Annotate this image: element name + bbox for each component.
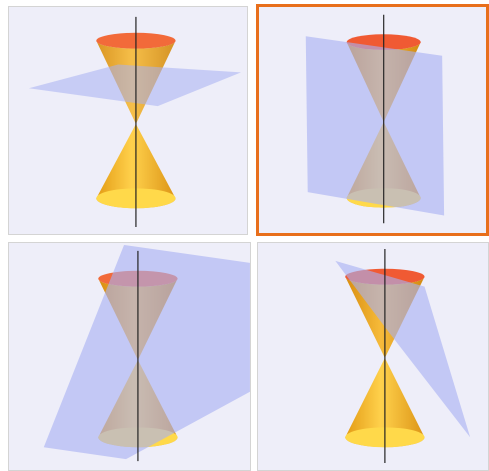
double-cone-icon	[259, 7, 486, 233]
panel-steep-slanted-plane[interactable]	[8, 242, 251, 471]
cutting-plane-icon	[306, 36, 444, 215]
cutting-plane-icon	[29, 64, 241, 106]
panel-vertical-plane[interactable]	[256, 4, 489, 236]
panel-horizontal-plane[interactable]	[8, 6, 248, 235]
double-cone-icon	[9, 243, 250, 470]
panel-shallow-slanted-plane[interactable]	[257, 242, 489, 471]
cutting-plane-icon	[44, 245, 250, 459]
double-cone-icon	[258, 243, 488, 470]
double-cone-icon	[9, 7, 247, 234]
